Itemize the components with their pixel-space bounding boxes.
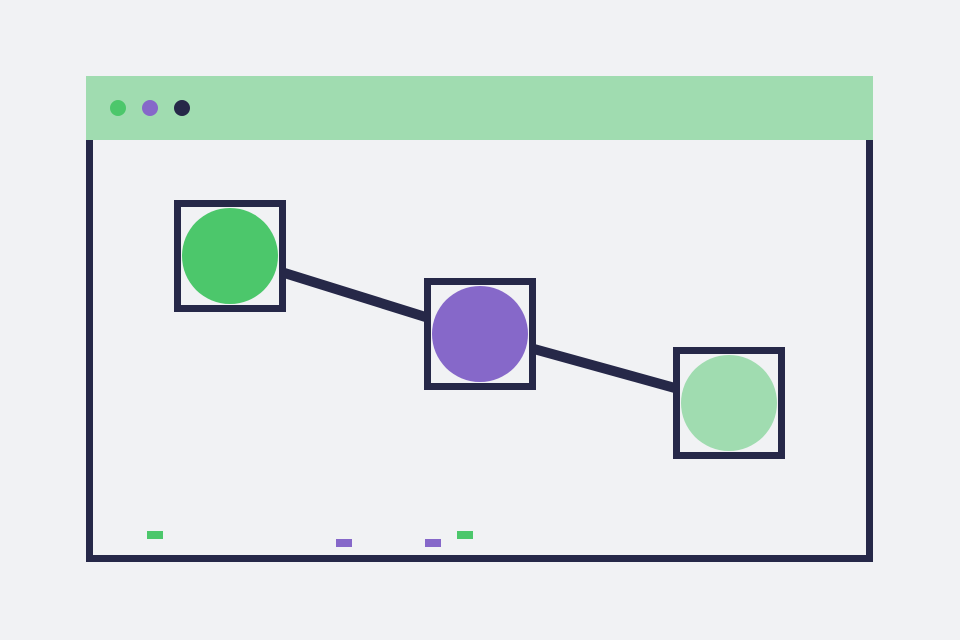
marker-green-2: [457, 531, 473, 539]
node-light-green[interactable]: [673, 347, 785, 459]
node-circle: [681, 355, 777, 451]
window-control-green-icon[interactable]: [110, 100, 126, 116]
window-titlebar: [86, 76, 873, 140]
marker-green-1: [147, 531, 163, 539]
window-control-purple-icon[interactable]: [142, 100, 158, 116]
node-circle: [182, 208, 278, 304]
node-circle: [432, 286, 528, 382]
window-control-dark-icon[interactable]: [174, 100, 190, 116]
marker-purple-2: [425, 539, 441, 547]
node-purple[interactable]: [424, 278, 536, 390]
marker-purple-1: [336, 539, 352, 547]
node-green[interactable]: [174, 200, 286, 312]
